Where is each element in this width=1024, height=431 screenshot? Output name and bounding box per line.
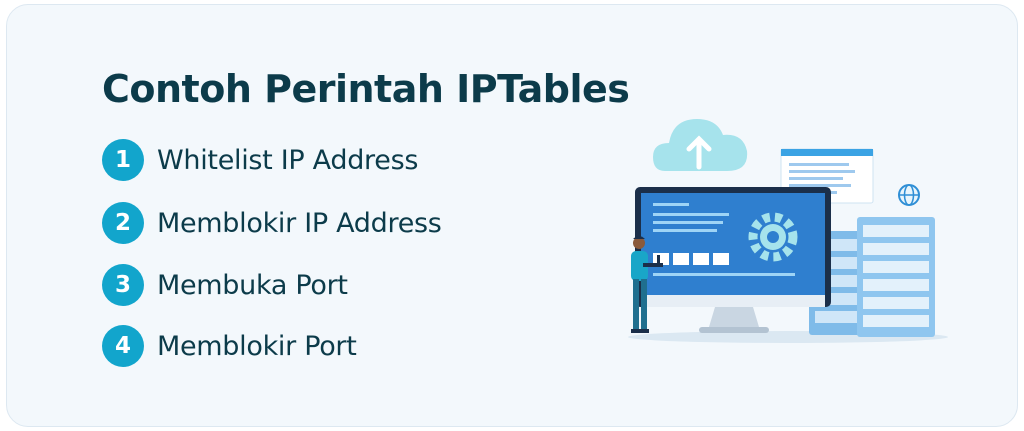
number-badge: 1 (102, 139, 144, 181)
gear-icon (748, 212, 798, 262)
list-item-label: Memblokir IP Address (157, 207, 442, 239)
globe-icon (898, 184, 920, 206)
person-figure (631, 236, 663, 333)
info-card: Contoh Perintah IPTables 1 Whitelist IP … (6, 4, 1018, 427)
list-item: 3 Membuka Port (102, 264, 348, 306)
list-item: 1 Whitelist IP Address (102, 139, 418, 181)
list-item-label: Whitelist IP Address (157, 144, 419, 176)
page-title: Contoh Perintah IPTables (102, 67, 630, 111)
list-item: 4 Memblokir Port (102, 325, 357, 367)
server-illustration (628, 119, 948, 343)
server-rack-large (857, 217, 935, 337)
list-item-label: Memblokir Port (157, 330, 357, 362)
number-badge: 2 (102, 202, 144, 244)
number-badge: 4 (102, 325, 144, 367)
number-badge: 3 (102, 264, 144, 306)
monitor (635, 187, 831, 333)
cloud-upload-icon (653, 119, 748, 171)
list-item: 2 Memblokir IP Address (102, 202, 442, 244)
list-item-label: Membuka Port (157, 269, 348, 301)
